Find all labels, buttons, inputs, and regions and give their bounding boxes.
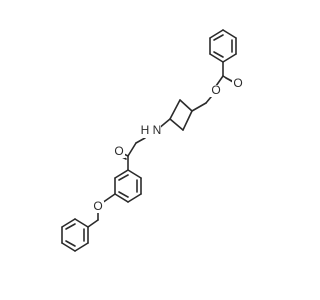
middle-phenyl-ring [114, 169, 142, 203]
ketone-oxygen-label: O [114, 144, 123, 158]
molecule-canvas: O O H N O O [61, 29, 244, 252]
benzyl-phenyl-ring [61, 218, 89, 252]
benzoate-phenyl-ring [209, 29, 237, 63]
cyclobutane-ring [169, 99, 193, 131]
amine-label: H N [141, 123, 162, 137]
atom-labels: O O H N O O [92, 76, 244, 213]
structure-diagram: O O H N O O [61, 29, 244, 252]
carbonyl-oxygen-label: O [233, 76, 242, 90]
ester-oxygen-label: O [211, 83, 220, 97]
ether-oxygen-label: O [93, 199, 102, 213]
